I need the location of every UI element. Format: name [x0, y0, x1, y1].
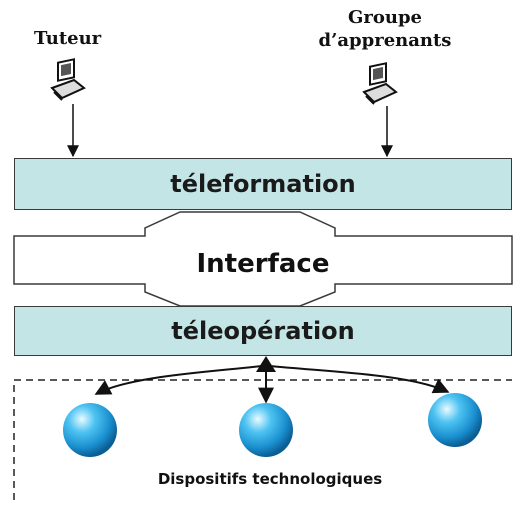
device-links [94, 356, 450, 404]
device-sphere-center [239, 403, 293, 457]
tutor-computer-icon [50, 58, 86, 101]
tutor-label: Tuteur [34, 28, 102, 49]
teleformation-layer: téleformation [14, 158, 512, 210]
interface-arrow-shape [13, 211, 513, 307]
devices-label: Dispositifs technologiques [157, 470, 383, 488]
device-sphere-left [63, 403, 117, 457]
learner-group-computer-icon [362, 62, 398, 105]
device-sphere-right [428, 393, 482, 447]
interface-layer-label: Interface [196, 249, 330, 279]
learner-group-label: Groupe d’apprenants [300, 6, 470, 52]
learner-group-label-line1: Groupe [348, 7, 422, 28]
learner-group-label-line2: d’apprenants [318, 30, 452, 51]
devices-zone [13, 379, 512, 500]
teleoperation-layer: téleopération [14, 306, 512, 356]
